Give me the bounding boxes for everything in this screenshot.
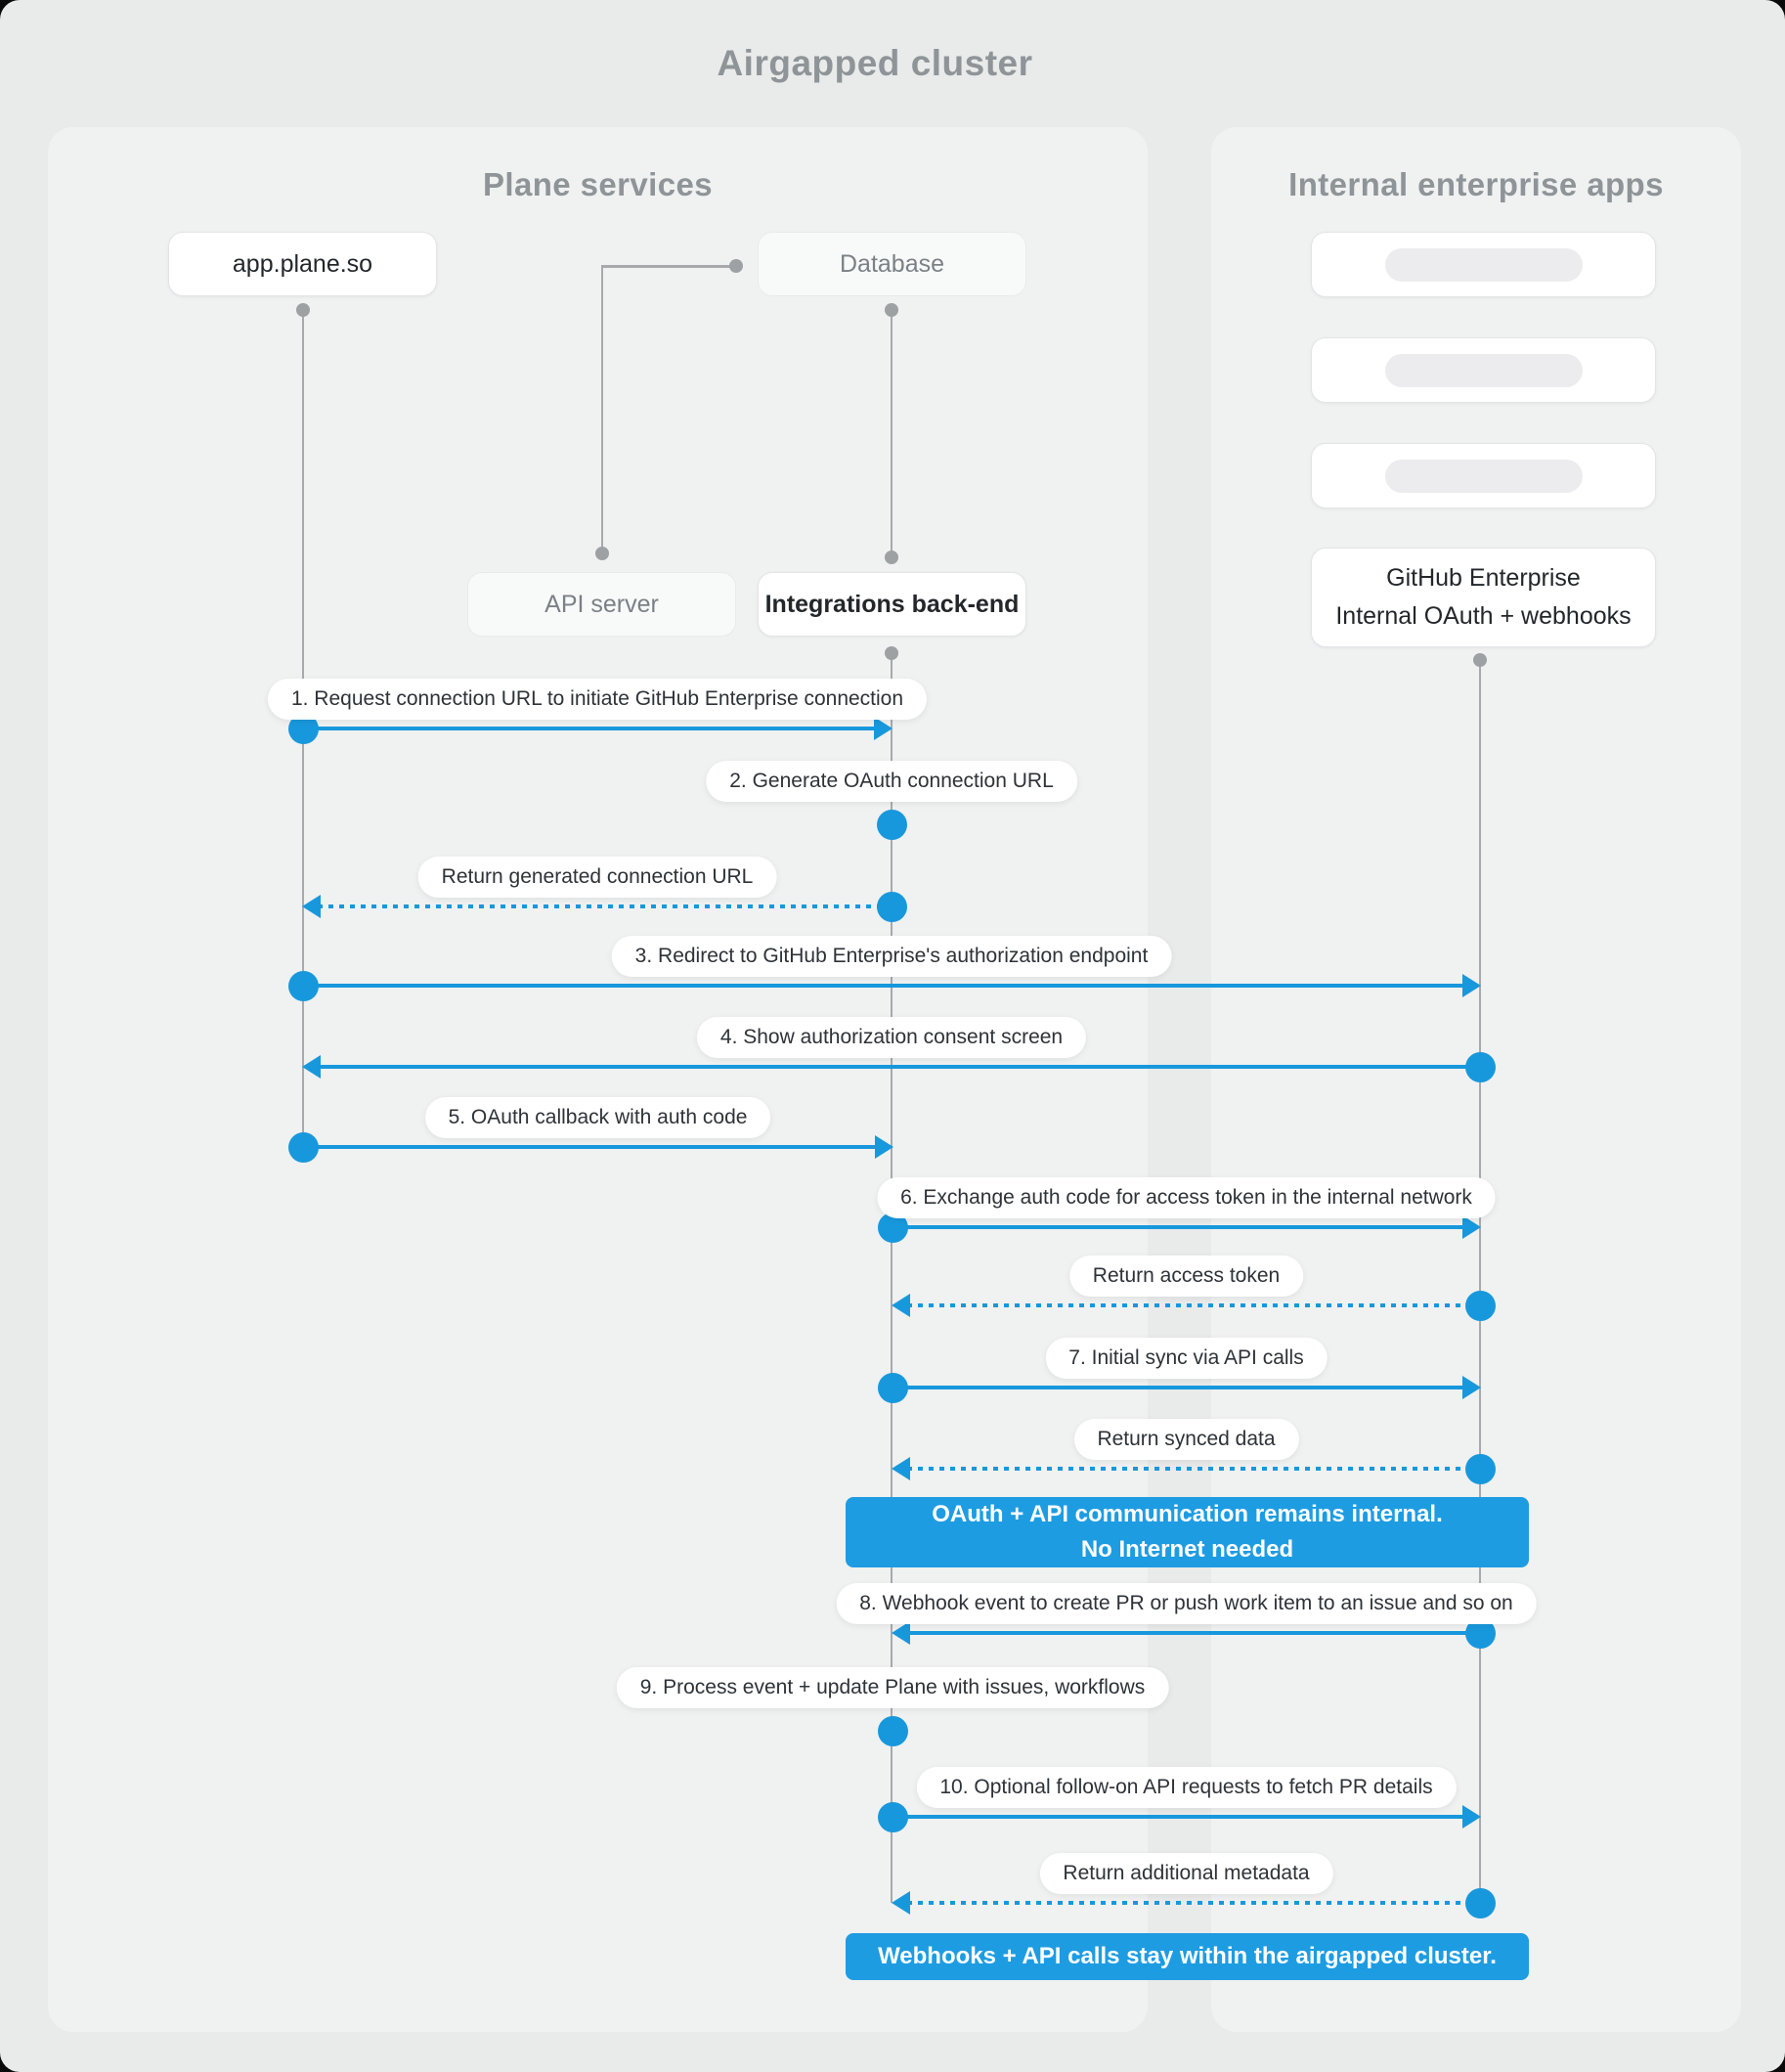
arrowhead-left-icon: [302, 1055, 321, 1079]
banner-line1: OAuth + API communication remains intern…: [932, 1501, 1443, 1527]
arrowhead-right-icon: [1462, 974, 1481, 997]
arrow-line-dashed: [896, 1467, 1476, 1471]
dot-database-lifeline-top: [885, 303, 898, 317]
placeholder-app-box-3: [1311, 443, 1656, 508]
arrow-line: [896, 1631, 1476, 1635]
node-app-plane-so-label: app.plane.so: [232, 249, 373, 278]
arrow-line-dashed: [896, 1303, 1476, 1307]
placeholder-skeleton-pill: [1384, 353, 1583, 387]
connector-api-server-vertical: [600, 266, 603, 551]
dot-integrations-top: [885, 551, 898, 564]
arrowhead-right-icon: [1462, 1805, 1481, 1829]
placeholder-skeleton-pill: [1384, 247, 1583, 282]
arrowhead-right-icon: [1462, 1215, 1481, 1239]
banner-webhooks-airgapped: Webhooks + API calls stay within the air…: [846, 1933, 1529, 1980]
dot-github-lifeline-top: [1473, 653, 1487, 667]
origin-dot: [287, 970, 319, 1001]
panel-plane-services-title: Plane services: [483, 166, 713, 202]
node-integrations-backend: Integrations back-end: [758, 572, 1026, 637]
arrowhead-left-icon: [892, 1891, 910, 1915]
origin-dot: [877, 1801, 908, 1832]
lifeline-integrations: [890, 653, 892, 1903]
dot-app-lifeline-top: [296, 303, 310, 317]
self-message-dot: [877, 1715, 908, 1746]
arrowhead-right-icon: [1462, 1376, 1481, 1399]
arrow-line: [896, 1386, 1476, 1389]
node-app-plane-so: app.plane.so: [168, 232, 437, 296]
origin-dot: [1464, 1051, 1496, 1082]
connector-database-to-integrations: [890, 310, 892, 557]
arrow-line: [307, 727, 888, 730]
origin-dot: [1464, 1453, 1496, 1484]
message-label: 6. Exchange auth code for access token i…: [877, 1177, 1496, 1218]
arrowhead-right-icon: [875, 1135, 893, 1159]
message-label: Return synced data: [1073, 1419, 1299, 1460]
diagram-title: Airgapped cluster: [717, 43, 1033, 83]
message-label: Return additional metadata: [1039, 1853, 1333, 1894]
arrowhead-left-icon: [892, 1294, 910, 1317]
message-label: 3. Redirect to GitHub Enterprise's autho…: [611, 936, 1172, 977]
arrow-line: [307, 1145, 889, 1149]
arrowhead-right-icon: [874, 717, 892, 740]
node-database: Database: [758, 232, 1026, 296]
lifeline-github: [1478, 660, 1481, 1903]
dot-integrations-lifeline-top: [885, 646, 898, 660]
arrowhead-left-icon: [302, 895, 321, 918]
dot-database-connector-end: [729, 259, 743, 273]
origin-dot: [287, 1131, 319, 1163]
arrow-line: [307, 1065, 1476, 1069]
origin-dot: [1464, 1290, 1496, 1321]
banner-line2: No Internet needed: [1080, 1536, 1294, 1563]
message-label: Return generated connection URL: [417, 857, 777, 898]
node-github-enterprise-line2: Internal OAuth + webhooks: [1335, 602, 1632, 630]
message-label: Return access token: [1068, 1256, 1304, 1297]
banner-line1: Webhooks + API calls stay within the air…: [878, 1943, 1497, 1969]
arrow-line-dashed: [307, 904, 888, 908]
message-label: 8. Webhook event to create PR or push wo…: [836, 1583, 1537, 1624]
message-label: 1. Request connection URL to initiate Gi…: [267, 679, 928, 720]
arrow-line: [307, 984, 1476, 988]
node-integrations-backend-label: Integrations back-end: [764, 590, 1020, 618]
self-message-dot: [876, 809, 907, 840]
message-label: 4. Show authorization consent screen: [696, 1017, 1087, 1058]
arrow-line-dashed: [896, 1901, 1476, 1905]
node-database-label: Database: [839, 249, 945, 278]
message-label: 9. Process event + update Plane with iss…: [616, 1667, 1169, 1708]
origin-dot: [876, 891, 907, 922]
panel-plane-services: Plane services: [48, 127, 1148, 2032]
connector-api-server-horizontal: [600, 265, 736, 268]
node-api-server-label: API server: [544, 590, 659, 618]
placeholder-skeleton-pill: [1384, 459, 1583, 493]
dot-api-server-top: [595, 547, 609, 560]
placeholder-app-box-1: [1311, 232, 1656, 297]
banner-oauth-internal: OAuth + API communication remains intern…: [846, 1497, 1529, 1567]
panel-internal-enterprise-apps-title: Internal enterprise apps: [1288, 166, 1664, 202]
node-github-enterprise: GitHub Enterprise Internal OAuth + webho…: [1311, 548, 1656, 647]
arrow-line: [896, 1225, 1476, 1229]
message-label: 5. OAuth callback with auth code: [424, 1097, 771, 1138]
placeholder-app-box-2: [1311, 337, 1656, 403]
origin-dot: [1464, 1887, 1496, 1918]
arrowhead-left-icon: [892, 1621, 910, 1645]
arrowhead-left-icon: [892, 1457, 910, 1480]
origin-dot: [877, 1372, 908, 1403]
message-label: 7. Initial sync via API calls: [1045, 1338, 1328, 1379]
node-api-server: API server: [467, 572, 736, 637]
message-label: 2. Generate OAuth connection URL: [706, 761, 1077, 802]
arrow-line: [896, 1815, 1476, 1819]
node-github-enterprise-line1: GitHub Enterprise: [1386, 564, 1581, 593]
message-label: 10. Optional follow-on API requests to f…: [916, 1767, 1457, 1808]
